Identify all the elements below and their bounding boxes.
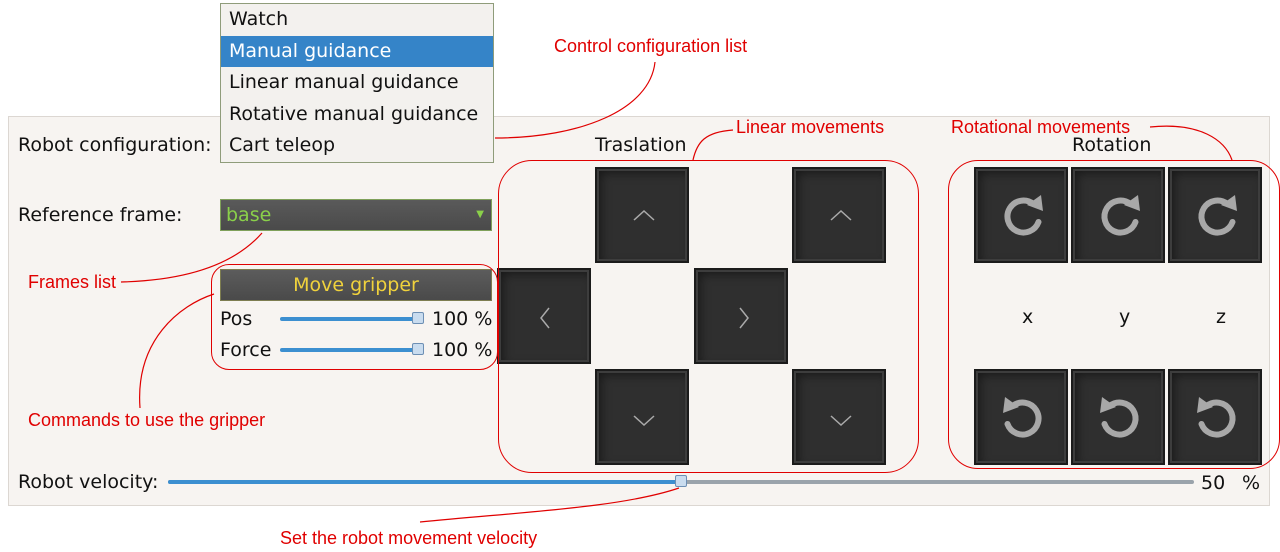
chevron-down-icon xyxy=(633,415,655,427)
connector-gripper xyxy=(139,293,215,409)
force-slider-track xyxy=(280,348,420,352)
control-configuration-list[interactable]: Watch Manual guidance Linear manual guid… xyxy=(220,3,494,163)
velocity-slider[interactable] xyxy=(168,474,1194,490)
rotate-counterclockwise-icon xyxy=(1100,397,1139,438)
menu-item-linear-manual-guidance[interactable]: Linear manual guidance xyxy=(229,71,459,94)
robot-velocity-label: Robot velocity: xyxy=(18,471,159,493)
rotation-title: Rotation xyxy=(1072,134,1152,156)
translate-right-button[interactable] xyxy=(694,268,788,364)
translate-left-button[interactable] xyxy=(497,268,591,364)
rotate-clockwise-icon xyxy=(1004,195,1043,236)
velocity-value: 50 xyxy=(1201,472,1226,494)
rotate-z-negative-button[interactable] xyxy=(1168,369,1262,465)
translate-down-left-button[interactable] xyxy=(595,369,689,465)
reference-frame-label: Reference frame: xyxy=(18,204,183,226)
force-number: 100 xyxy=(432,339,469,361)
menu-item-rotative-manual-guidance[interactable]: Rotative manual guidance xyxy=(229,102,479,125)
linear-movements-outline xyxy=(498,160,919,473)
rotate-z-positive-button[interactable] xyxy=(1168,167,1262,263)
robot-configuration-label: Robot configuration: xyxy=(18,134,212,156)
traslation-title: Traslation xyxy=(595,134,687,156)
rotate-clockwise-icon xyxy=(1198,195,1237,236)
reference-frame-select[interactable]: base ▼ xyxy=(220,199,492,231)
reference-frame-value: base xyxy=(226,204,272,226)
pos-number: 100 xyxy=(432,308,469,330)
connector-rotational xyxy=(1149,125,1233,161)
rotate-counterclockwise-icon xyxy=(1003,397,1042,438)
gripper-commands-outline xyxy=(211,264,498,370)
annotation-control-config: Control configuration list xyxy=(554,36,748,56)
velocity-unit: % xyxy=(1242,472,1261,494)
velocity-slider-fill xyxy=(168,480,681,484)
rotate-y-positive-button[interactable] xyxy=(1071,167,1165,263)
pos-slider-track xyxy=(280,317,420,321)
connector-config-list xyxy=(494,61,656,139)
axis-label-z: z xyxy=(1216,306,1226,328)
chevron-down-icon xyxy=(830,415,852,427)
translate-up-left-button[interactable] xyxy=(595,167,689,263)
annotation-frames: Frames list xyxy=(28,272,117,292)
chevron-up-icon xyxy=(830,209,852,221)
connector-linear xyxy=(692,129,734,161)
connector-frames xyxy=(120,232,263,283)
pos-slider-handle[interactable] xyxy=(412,312,424,324)
chevron-left-icon xyxy=(540,307,550,329)
rotate-x-negative-button[interactable] xyxy=(974,369,1068,465)
rotate-counterclockwise-icon xyxy=(1197,397,1236,438)
menu-item-manual-guidance[interactable]: Manual guidance xyxy=(221,35,493,68)
velocity-slider-handle[interactable] xyxy=(675,475,687,487)
annotation-linear: Linear movements xyxy=(736,117,885,137)
rotate-x-positive-button[interactable] xyxy=(974,167,1068,263)
chevron-up-icon xyxy=(633,209,655,221)
pos-value: 100 % xyxy=(432,308,492,330)
rotate-clockwise-icon xyxy=(1101,195,1140,236)
rotate-y-negative-button[interactable] xyxy=(1071,369,1165,465)
annotation-velocity: Set the robot movement velocity xyxy=(280,528,538,548)
axis-label-x: x xyxy=(1022,306,1034,328)
force-slider[interactable] xyxy=(280,343,424,357)
force-label: Force xyxy=(220,339,272,361)
menu-item-watch[interactable]: Watch xyxy=(229,8,289,30)
pos-slider[interactable] xyxy=(280,312,424,326)
pos-unit: % xyxy=(474,308,493,330)
chevron-right-icon xyxy=(739,307,749,329)
pos-label: Pos xyxy=(220,308,253,330)
move-gripper-button[interactable]: Move gripper xyxy=(220,269,492,301)
menu-item-cart-teleop[interactable]: Cart teleop xyxy=(229,134,336,157)
force-slider-handle[interactable] xyxy=(412,343,424,355)
translate-up-right-button[interactable] xyxy=(792,167,886,263)
translate-down-right-button[interactable] xyxy=(792,369,886,465)
axis-label-y: y xyxy=(1119,306,1131,328)
annotation-gripper: Commands to use the gripper xyxy=(28,410,266,430)
annotation-rotational: Rotational movements xyxy=(951,117,1131,137)
connector-velocity xyxy=(419,487,680,523)
dropdown-arrow-icon: ▼ xyxy=(476,209,484,220)
